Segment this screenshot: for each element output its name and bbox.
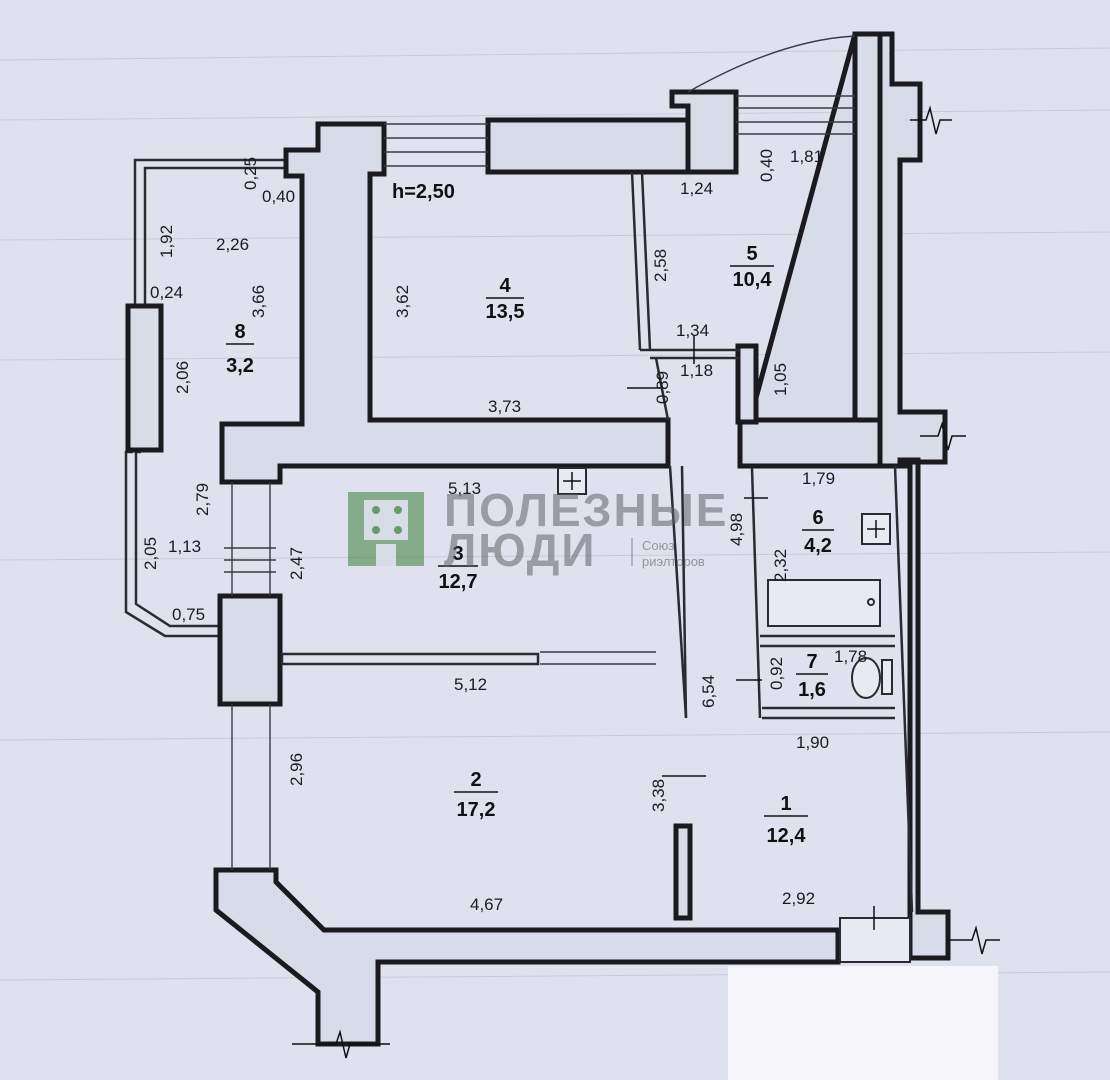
dim-2-06: 2,06: [173, 361, 192, 394]
room-6-label: 6 4,2: [802, 507, 834, 557]
watermark-line2: ЛЮДИ: [444, 524, 596, 576]
dim-0-25: 0,25: [241, 157, 260, 190]
dim-0-89: 0,89: [653, 371, 672, 404]
dim-3-62: 3,62: [393, 285, 412, 318]
room-1-label: 1 12,4: [764, 793, 808, 847]
fixtures: [557, 467, 893, 699]
room-8-area: 3,2: [226, 355, 254, 377]
dim-2-26: 2,26: [216, 235, 249, 254]
room-3-label: 3 12,7: [438, 543, 478, 593]
dim-1-24: 1,24: [680, 179, 713, 198]
room-8-number: 8: [234, 321, 245, 343]
loggia-pier: [125, 303, 164, 453]
dimension-ticks: [627, 336, 875, 930]
watermark-org-line1: Союз: [642, 538, 674, 553]
room-5-area: 10,4: [733, 269, 773, 291]
room-3-area: 12,7: [439, 571, 478, 593]
room-4-area: 13,5: [486, 301, 525, 323]
room-3-number: 3: [452, 543, 463, 565]
dim-0-40-right: 0,40: [757, 149, 776, 182]
room-6-number: 6: [812, 507, 823, 529]
dim-2-58: 2,58: [651, 249, 670, 282]
paper-lines: [0, 47, 1110, 981]
dimension-labels: 0,25 0,40 1,92 2,26 0,24 3,66 2,06 3,62 …: [141, 147, 867, 914]
room-6-area: 4,2: [804, 535, 832, 557]
dim-0-92: 0,92: [767, 657, 786, 690]
watermark-line1: ПОЛЕЗНЫЕ: [444, 484, 728, 536]
blank-patch: [728, 966, 998, 1080]
dim-1-18: 1,18: [680, 361, 713, 380]
room-5-number: 5: [746, 243, 757, 265]
room-5-label: 5 10,4: [730, 243, 774, 291]
dim-3-38: 3,38: [649, 779, 668, 812]
dim-1-13: 1,13: [168, 537, 201, 556]
windows: [224, 35, 856, 870]
ceiling-height-label: h=2,50: [392, 181, 455, 203]
room-4-label: 4 13,5: [486, 275, 525, 323]
dim-5-13: 5,13: [448, 479, 481, 498]
dim-2-05: 2,05: [141, 537, 160, 570]
dim-3-66: 3,66: [249, 285, 268, 318]
watermark: ПОЛЕЗНЫЕ ЛЮДИ Союз риэлторов: [348, 484, 728, 576]
room-1-number: 1: [780, 793, 791, 815]
room-4-number: 4: [499, 275, 511, 297]
dim-0-24: 0,24: [150, 283, 183, 302]
room-7-label: 7 1,6: [796, 651, 828, 701]
dim-1-90: 1,90: [796, 733, 829, 752]
dim-6-54: 6,54: [699, 675, 718, 708]
room-2-area: 17,2: [457, 799, 496, 821]
room-7-area: 1,6: [798, 679, 826, 701]
room-labels: 4 13,5 5 10,4 8 3,2 3 12,7 6 4,2 7 1,6: [226, 243, 834, 847]
dim-1-78: 1,78: [834, 647, 867, 666]
room-7-number: 7: [806, 651, 817, 673]
dim-0-40-left: 0,40: [262, 187, 295, 206]
dim-2-92: 2,92: [782, 889, 815, 908]
dim-0-75: 0,75: [172, 605, 205, 624]
dim-1-79: 1,79: [802, 469, 835, 488]
loggia-outline: [124, 158, 290, 638]
dim-4-98: 4,98: [727, 513, 746, 546]
dim-2-96: 2,96: [287, 753, 306, 786]
room-2-label: 2 17,2: [454, 769, 498, 821]
room-2-number: 2: [470, 769, 481, 791]
dim-4-67: 4,67: [470, 895, 503, 914]
room-1-area: 12,4: [767, 825, 807, 847]
dim-1-92: 1,92: [157, 225, 176, 258]
dim-1-05: 1,05: [771, 363, 790, 396]
walls: [213, 31, 951, 1047]
room-8-label: 8 3,2: [226, 321, 254, 377]
dim-2-32: 2,32: [771, 549, 790, 582]
toilet-icon: [851, 657, 881, 699]
dim-5-12: 5,12: [454, 675, 487, 694]
bathtub-icon: [767, 579, 881, 627]
watermark-logo-icon: [348, 492, 424, 566]
dim-2-79: 2,79: [193, 483, 212, 516]
drain-icon: [867, 598, 875, 606]
break-marks: [292, 105, 1000, 1059]
dim-1-34: 1,34: [676, 321, 709, 340]
watermark-org-line2: риэлторов: [642, 554, 705, 569]
dim-2-47: 2,47: [287, 547, 306, 580]
dim-3-73: 3,73: [488, 397, 521, 416]
dim-1-81: 1,81: [790, 147, 823, 166]
